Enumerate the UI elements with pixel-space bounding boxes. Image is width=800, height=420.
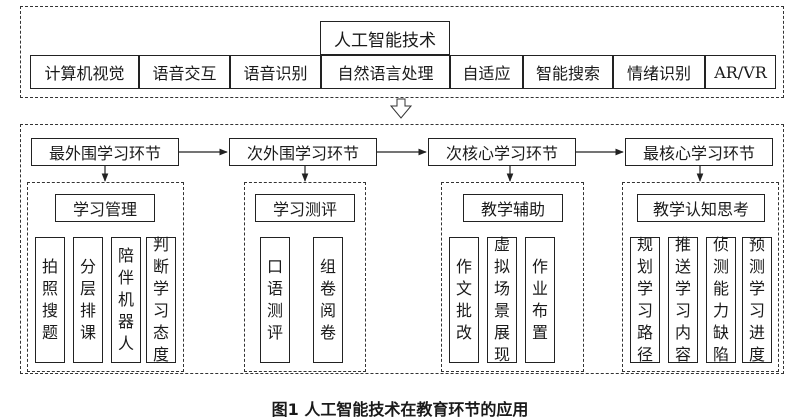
stage-sub-core: 次核心学习环节 xyxy=(428,138,576,166)
group-container-4 xyxy=(622,182,779,372)
tech-speech-recognition: 语音识别 xyxy=(230,55,321,89)
stage-core: 最核心学习环节 xyxy=(625,138,773,166)
leaf-detect-defects: 侦测能力缺陷 xyxy=(706,235,736,364)
category-learning-assessment: 学习测评 xyxy=(255,194,355,222)
leaf-photo-search: 拍照搜题 xyxy=(35,237,65,363)
figure-caption: 图1 人工智能技术在教育环节的应用 xyxy=(271,400,529,419)
tech-adaptive: 自适应 xyxy=(450,55,523,89)
leaf-label: 拍照搜题 xyxy=(41,257,58,342)
tech-nlp: 自然语言处理 xyxy=(321,55,450,89)
leaf-essay-correction: 作文批改 xyxy=(449,237,479,363)
leaf-label: 虚拟场景展现 xyxy=(493,235,510,364)
group-container-3 xyxy=(441,182,584,372)
leaf-push-content: 推送学习内容 xyxy=(668,235,698,364)
tech-ar-vr: AR/VR xyxy=(705,55,776,89)
leaf-label: 组卷阅卷 xyxy=(319,257,336,342)
leaf-exam-marking: 组卷阅卷 xyxy=(313,237,343,363)
category-learning-management: 学习管理 xyxy=(55,194,155,222)
stage-outermost: 最外围学习环节 xyxy=(31,138,179,166)
leaf-label: 口语测评 xyxy=(266,257,283,342)
stage-sub-outer: 次外围学习环节 xyxy=(229,138,377,166)
leaf-label: 作业布置 xyxy=(531,257,548,342)
leaf-homework: 作业布置 xyxy=(525,237,555,363)
education-stages-container xyxy=(20,124,784,374)
section-down-arrow-icon xyxy=(389,98,413,119)
category-teaching-assistance: 教学辅助 xyxy=(463,194,563,222)
leaf-label: 侦测能力缺陷 xyxy=(712,235,729,364)
group-container-1 xyxy=(27,182,184,372)
leaf-judge-attitude: 判断学习态度 xyxy=(146,235,176,364)
tech-emotion-recognition: 情绪识别 xyxy=(613,55,705,89)
ai-tech-container xyxy=(20,6,784,98)
tech-voice-interaction: 语音交互 xyxy=(139,55,230,89)
leaf-predict-progress: 预测学习进度 xyxy=(742,235,772,364)
leaf-layered-scheduling: 分层排课 xyxy=(73,237,103,363)
leaf-label: 预测学习进度 xyxy=(748,235,765,364)
leaf-companion-robot: 陪伴机器人 xyxy=(111,237,141,363)
category-cognitive-thinking: 教学认知思考 xyxy=(637,194,765,222)
leaf-virtual-scene: 虚拟场景展现 xyxy=(487,235,517,364)
group-container-2 xyxy=(244,182,366,372)
leaf-label: 规划学习路径 xyxy=(636,235,653,364)
leaf-oral-assessment: 口语测评 xyxy=(260,237,290,363)
leaf-label: 分层排课 xyxy=(79,257,96,342)
leaf-label: 推送学习内容 xyxy=(674,235,691,364)
leaf-label: 作文批改 xyxy=(455,257,472,342)
leaf-plan-path: 规划学习路径 xyxy=(630,235,660,364)
tech-intelligent-search: 智能搜索 xyxy=(523,55,613,89)
tech-computer-vision: 计算机视觉 xyxy=(30,55,139,89)
leaf-label: 陪伴机器人 xyxy=(117,246,134,353)
ai-tech-title: 人工智能技术 xyxy=(320,21,450,55)
leaf-label: 判断学习态度 xyxy=(152,235,169,364)
